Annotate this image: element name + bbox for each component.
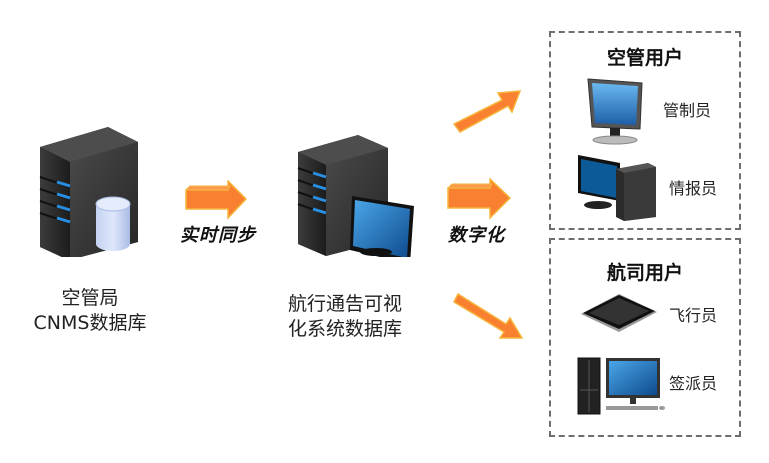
sync-arrow-icon: [184, 179, 248, 220]
middle-db-label-line1: 航行通告可视: [287, 293, 402, 315]
source-db-label: 空管局 CNMS数据库: [20, 286, 160, 336]
desktop-computer-icon: [576, 153, 658, 221]
role-pilot: 飞行员: [669, 306, 718, 325]
server-database-icon: [38, 122, 148, 260]
role-controller: 管制员: [663, 101, 712, 120]
workstation-icon: [576, 356, 668, 418]
tablet-icon: [579, 292, 659, 334]
arrow-down-right-icon: [452, 290, 524, 342]
role-intelligence-officer: 情报员: [669, 179, 718, 198]
arrow-right-icon: [446, 177, 512, 220]
source-db-label-line1: 空管局: [61, 287, 119, 309]
airline-users-group: 航司用户 飞行员 签派员: [549, 238, 741, 437]
sync-label: 实时同步: [180, 225, 256, 246]
airline-users-title: 航司用户: [606, 262, 683, 284]
middle-db-label: 航行通告可视 化系统数据库: [270, 292, 420, 342]
role-dispatcher: 签派员: [669, 374, 718, 393]
atc-users-title: 空管用户: [606, 47, 683, 69]
middle-db-label-line2: 化系统数据库: [287, 318, 402, 340]
lcd-monitor-icon: [584, 77, 646, 145]
arrow-up-right-icon: [452, 88, 522, 140]
atc-users-group: 空管用户 管制员 情报员: [549, 31, 741, 230]
digitize-label: 数字化: [448, 225, 505, 246]
server-monitor-icon: [296, 132, 416, 264]
source-db-label-line2: CNMS数据库: [33, 312, 147, 334]
